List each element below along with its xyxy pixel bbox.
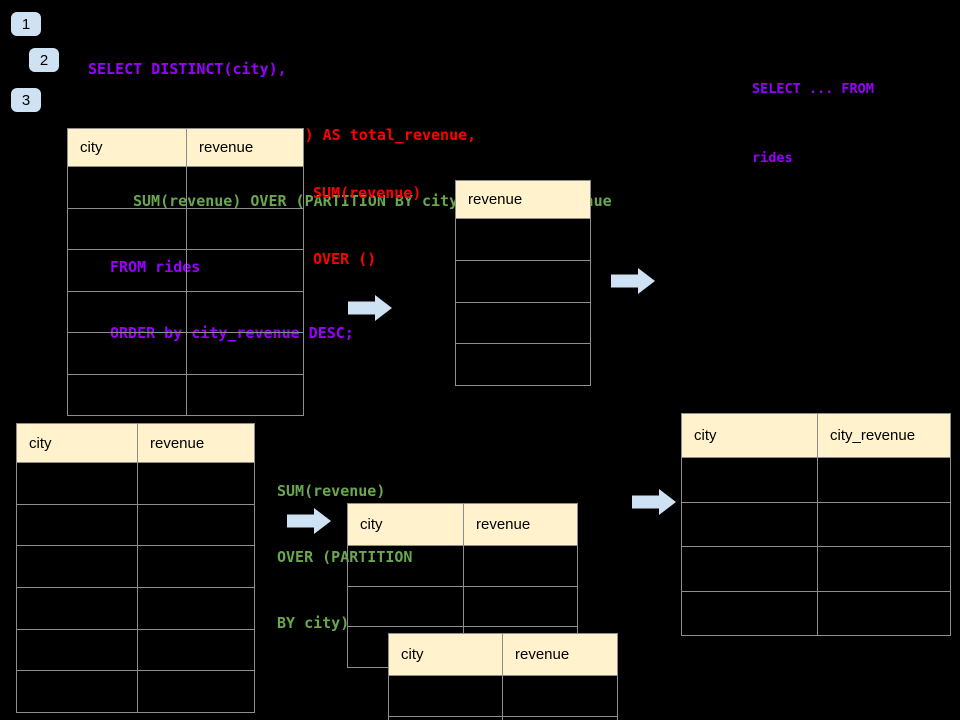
- table-row: [681, 590, 951, 636]
- table-row: [67, 332, 304, 375]
- annotation-partition-line-1: SUM(revenue): [277, 482, 386, 500]
- from-note-line-1: SELECT ... FROM: [752, 81, 874, 97]
- table-row: [16, 462, 255, 505]
- table-row: [67, 290, 304, 333]
- sql-line-select: SELECT DISTINCT(city),: [88, 60, 287, 78]
- table-row: [16, 670, 255, 714]
- table-row: [455, 301, 591, 345]
- table-row: [388, 675, 618, 717]
- arrow-right-icon: [287, 508, 331, 534]
- arrow-right-icon: [348, 295, 392, 321]
- table-row: [455, 259, 591, 303]
- table-row: [388, 716, 618, 720]
- table-row: [347, 585, 578, 628]
- from-note: SELECT ... FROM rides: [752, 32, 874, 216]
- arrow-right-icon: [632, 489, 676, 515]
- annotation-total-window: SUM(revenue) OVER (): [313, 138, 421, 314]
- table-row: [67, 166, 304, 209]
- table-row: [16, 628, 255, 672]
- annotation-total-line-1: SUM(revenue): [313, 184, 422, 202]
- table-rides-bottom: city revenue: [16, 423, 255, 714]
- table-row: [681, 457, 951, 503]
- column-header-city: city: [67, 128, 187, 167]
- column-header-revenue: revenue: [186, 128, 304, 167]
- column-header-revenue: revenue: [455, 180, 591, 219]
- column-header-revenue: revenue: [137, 423, 255, 463]
- table-row: [347, 545, 578, 587]
- column-header-revenue: revenue: [463, 503, 578, 546]
- table-row: [67, 207, 304, 250]
- table-row: [455, 343, 591, 387]
- arrow-right-icon: [611, 268, 655, 294]
- column-header-city-revenue: city_revenue: [817, 413, 951, 458]
- table-row: [16, 503, 255, 547]
- table-row: [681, 501, 951, 547]
- table-row: [16, 587, 255, 630]
- column-header-revenue: revenue: [502, 633, 618, 676]
- step-badge-2: 2: [29, 48, 59, 72]
- column-header-city: city: [681, 413, 818, 458]
- table-row: [16, 545, 255, 589]
- table-rides-top: city revenue: [67, 128, 304, 416]
- from-note-line-2: rides: [752, 150, 793, 166]
- column-header-city: city: [347, 503, 464, 546]
- column-header-city: city: [16, 423, 138, 463]
- table-row: [67, 249, 304, 292]
- annotation-partition-line-3: BY city): [277, 614, 350, 632]
- table-row: [455, 218, 591, 261]
- step-badge-1: 1: [11, 12, 41, 36]
- table-partition-step2: city revenue: [388, 633, 618, 720]
- annotation-total-line-2: OVER (): [313, 250, 377, 268]
- column-header-city: city: [388, 633, 503, 676]
- step-badge-3: 3: [11, 88, 41, 112]
- table-city-revenue-result: city city_revenue: [681, 413, 951, 636]
- table-row: [681, 546, 951, 592]
- table-row: [67, 373, 304, 416]
- table-total-revenue-result: revenue: [455, 180, 591, 387]
